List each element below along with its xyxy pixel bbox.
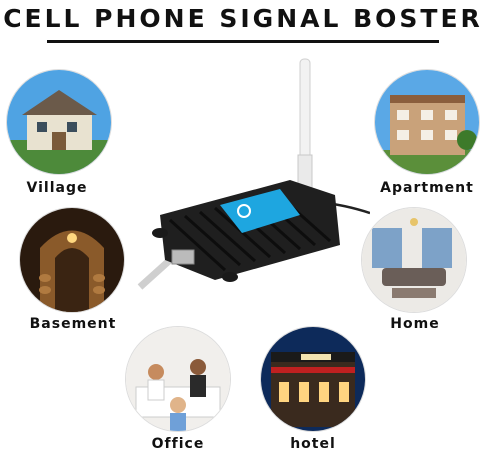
basement-photo [20,208,124,312]
location-label-apartment: Apartment [380,180,474,196]
page-title: CELL PHONE SIGNAL BOSTER [3,4,483,33]
location-label-office: Office [151,436,205,452]
village-photo [7,70,111,174]
office-photo [126,327,230,431]
hotel-photo [261,327,365,431]
location-label-basement: Basement [29,316,117,332]
location-label-hotel: hotel [290,436,336,452]
location-label-home: Home [390,316,440,332]
home-photo [362,208,466,312]
title-underline [47,40,439,43]
apartment-photo [375,70,479,174]
location-label-village: Village [26,180,88,196]
signal-booster-device [130,55,371,295]
